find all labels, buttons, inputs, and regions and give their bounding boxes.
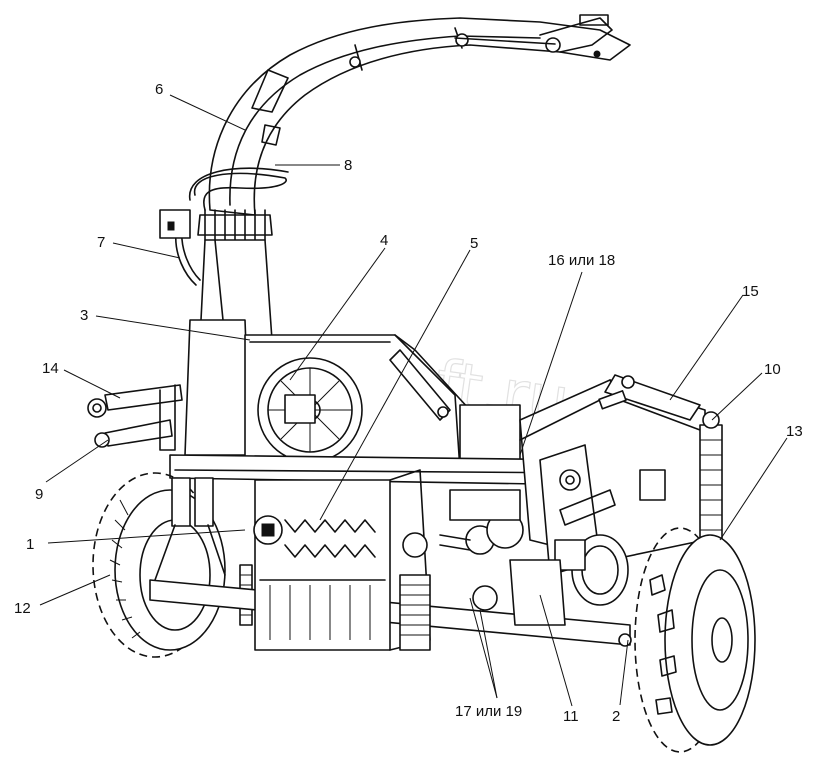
leader-17b (479, 609, 498, 699)
callout-10: 10 (764, 361, 781, 378)
callout-12: 12 (14, 600, 31, 617)
discharge-spout (208, 14, 631, 216)
callout-11: 11 (563, 708, 579, 725)
callout-9: 9 (35, 486, 43, 503)
right-wheel (618, 527, 756, 753)
leader-6 (169, 94, 246, 131)
leader-15 (669, 294, 744, 401)
callout-3: 3 (80, 307, 88, 324)
callout-labels: 1 2 3 4 5 6 7 8 9 10 11 12 13 14 15 16 и… (14, 81, 803, 725)
leader-9 (45, 439, 109, 483)
hydraulic-hoses (159, 167, 289, 286)
leader-16 (519, 271, 583, 456)
leader-10 (711, 372, 763, 421)
leader-12 (39, 574, 111, 606)
callout-1: 1 (26, 536, 34, 553)
leader-1 (47, 529, 246, 544)
leader-4 (289, 247, 386, 381)
leader-lines (39, 94, 788, 707)
callout-17: 17 или 19 (455, 703, 522, 720)
spout-collar (184, 209, 273, 456)
right-frame (509, 374, 723, 626)
callout-13: 13 (786, 423, 803, 440)
feed-roller-housing (253, 469, 431, 651)
callout-14: 14 (42, 360, 59, 377)
drive-springs (399, 489, 524, 651)
callout-8: 8 (344, 157, 352, 174)
callout-15: 15 (742, 283, 759, 300)
left-wheel (92, 472, 226, 658)
callout-2: 2 (612, 708, 620, 725)
leader-14 (63, 369, 121, 399)
callout-7: 7 (97, 234, 105, 251)
callout-4: 4 (380, 232, 388, 249)
callout-16: 16 или 18 (548, 252, 615, 269)
leader-3 (95, 315, 251, 341)
leader-7 (112, 242, 181, 259)
leader-2 (619, 639, 629, 706)
main-frame (169, 334, 601, 486)
callout-5: 5 (470, 235, 478, 252)
leader-5 (319, 249, 471, 521)
hitch-cylinders (87, 384, 183, 451)
leader-11 (539, 594, 573, 707)
leader-17a (469, 597, 498, 699)
callout-6: 6 (155, 81, 163, 98)
leader-13 (719, 437, 788, 541)
